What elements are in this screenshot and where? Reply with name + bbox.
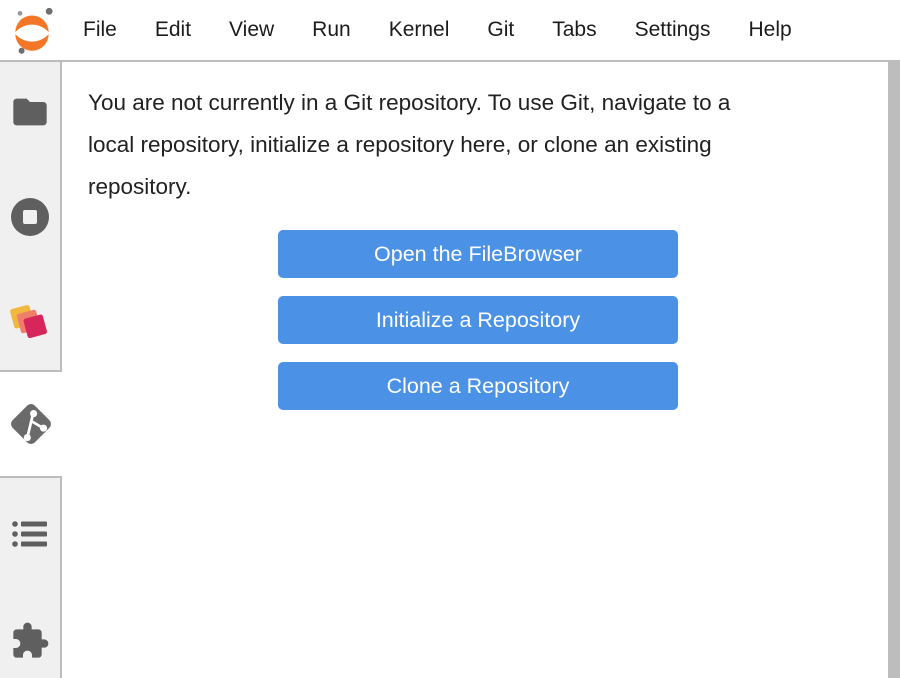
menu-item-edit[interactable]: Edit	[154, 18, 192, 41]
menu-item-kernel[interactable]: Kernel	[388, 18, 450, 41]
git-warning-message: You are not currently in a Git repositor…	[88, 82, 868, 208]
table-of-contents-icon	[12, 521, 47, 547]
git-icon	[11, 404, 51, 444]
sidebar-bottom-section	[0, 476, 62, 678]
menu-item-settings[interactable]: Settings	[634, 18, 711, 41]
git-panel: You are not currently in a Git repositor…	[62, 62, 888, 678]
git-warning-line: You are not currently in a Git repositor…	[88, 90, 731, 115]
menu-item-view[interactable]: View	[229, 18, 275, 41]
menu-item-run[interactable]: Run	[312, 18, 351, 41]
git-warning-line: local repository, initialize a repositor…	[88, 132, 712, 157]
sidebar-item-dask[interactable]	[0, 300, 60, 344]
sidebar-item-table-of-contents[interactable]	[0, 518, 60, 550]
git-warning-line: repository.	[88, 174, 192, 199]
sidebar-item-running-sessions[interactable]	[0, 196, 60, 238]
right-edge-strip	[888, 62, 900, 678]
git-action-buttons: Open the FileBrowser Initialize a Reposi…	[88, 230, 868, 410]
menu-items: File Edit View Run Kernel Git Tabs Setti…	[64, 0, 811, 60]
jupyter-logo-icon	[15, 7, 53, 54]
menu-bar: File Edit View Run Kernel Git Tabs Setti…	[0, 0, 900, 60]
dask-icon	[10, 305, 47, 339]
menu-item-file[interactable]: File	[83, 18, 117, 41]
extension-manager-icon	[13, 622, 49, 658]
sidebar-item-git-selected[interactable]	[0, 372, 62, 476]
initialize-repository-button[interactable]: Initialize a Repository	[278, 296, 678, 344]
menu-item-help[interactable]: Help	[748, 18, 792, 41]
clone-repository-button[interactable]: Clone a Repository	[278, 362, 678, 410]
sidebar-item-extension-manager[interactable]	[0, 621, 60, 661]
menubar-separator	[0, 60, 900, 62]
sidebar-top-section	[0, 62, 62, 372]
open-filebrowser-button[interactable]: Open the FileBrowser	[278, 230, 678, 278]
sidebar-item-file-browser[interactable]	[0, 91, 60, 133]
menu-item-git[interactable]: Git	[487, 18, 515, 41]
left-sidebar	[0, 62, 62, 678]
jupyter-logo	[0, 0, 64, 60]
folder-icon	[13, 98, 47, 126]
menu-item-tabs[interactable]: Tabs	[552, 18, 597, 41]
running-sessions-icon	[11, 198, 49, 236]
